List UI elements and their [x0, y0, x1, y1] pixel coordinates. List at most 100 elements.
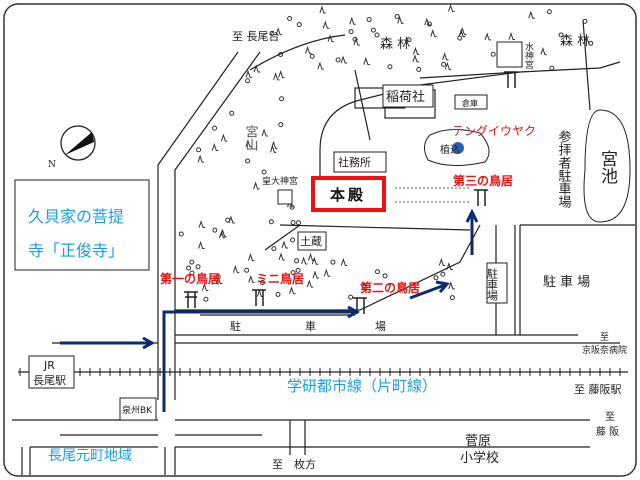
temple-label: 寺「正俊寺」 — [28, 241, 124, 260]
forest-label: 森 林 — [380, 37, 410, 52]
tree-mark — [412, 54, 419, 63]
tree-mark — [245, 139, 252, 148]
tree-mark — [433, 275, 439, 281]
railway-line-label: 学研都市線（片町線） — [287, 377, 437, 395]
to-keihanna-label: 至 — [600, 332, 609, 343]
tree-mark — [273, 72, 280, 81]
tree-mark — [261, 169, 267, 175]
tree-mark — [232, 265, 240, 274]
to-keihanna-label: 京阪奈病院 — [582, 344, 627, 356]
jr-label: JR — [43, 359, 55, 372]
shrubbery-label: 植込 — [440, 143, 460, 156]
tree-mark — [289, 286, 296, 295]
tree-mark — [253, 64, 261, 73]
tree-mark — [306, 279, 314, 288]
tree-mark — [245, 158, 251, 164]
storehouse-label: 倉庫 — [462, 98, 478, 108]
tree-mark — [413, 46, 420, 55]
tree-mark — [322, 20, 330, 29]
tree-mark — [195, 264, 201, 270]
tree-mark — [424, 17, 431, 26]
tree-mark — [444, 61, 452, 70]
tree-mark — [528, 10, 535, 19]
temple-info-box — [14, 179, 150, 271]
tree-mark — [289, 204, 295, 210]
to-hirakata-label: 至 枚方 — [272, 457, 316, 471]
small-parking-label: 駐車場 — [486, 267, 499, 302]
tree-mark — [296, 22, 302, 28]
tree-mark — [290, 237, 296, 243]
tree-mark — [311, 256, 319, 265]
tree-mark — [271, 246, 277, 252]
tree-mark — [225, 217, 231, 223]
third-torii-label: 第三の鳥居 — [453, 173, 513, 188]
tree-mark — [269, 30, 275, 36]
tree-mark — [198, 240, 205, 249]
tree-mark — [448, 3, 455, 12]
tree-mark — [278, 252, 286, 261]
first-torii-label: 第一の鳥居 — [160, 271, 220, 286]
tree-mark — [290, 270, 296, 276]
tree-mark — [271, 140, 278, 149]
torii-icons — [184, 71, 518, 314]
miya-pond-shape — [583, 109, 631, 223]
dozo-building — [297, 231, 327, 251]
tree-mark — [287, 15, 293, 21]
tree-mark — [397, 15, 404, 24]
tree-mark — [212, 227, 218, 233]
tree-mark — [438, 257, 446, 266]
parking-label-char: 駐 — [230, 319, 241, 333]
bank-label: 泉州BK — [122, 404, 153, 416]
tree-mark — [275, 27, 283, 36]
tree-mark — [416, 66, 422, 72]
tree-mark — [211, 142, 219, 152]
tree-mark — [449, 295, 455, 301]
tree-mark — [301, 256, 308, 265]
to-fujisaka-label: 藤 阪 — [596, 425, 619, 438]
tree-mark — [269, 144, 277, 153]
main-hall-building — [311, 176, 386, 212]
tree-mark — [186, 265, 192, 271]
tree-mark — [305, 45, 312, 54]
shrine-office-label: 社務所 — [338, 155, 371, 169]
tree-mark — [278, 70, 285, 79]
tree-mark — [201, 282, 209, 291]
tree-mark — [178, 231, 184, 237]
to-fujisaka-station-label: 至 藤阪駅 — [574, 382, 622, 396]
tree-mark — [215, 274, 221, 280]
tree-mark — [290, 220, 296, 226]
tree-mark — [197, 154, 205, 163]
tree-mark — [327, 34, 335, 43]
railway-ties — [19, 368, 621, 376]
tree-mark — [441, 61, 447, 67]
tree-mark — [448, 281, 455, 290]
parking-label-char: 場 — [375, 320, 386, 333]
to-fujisaka-label: 至 — [605, 411, 615, 423]
tree-mark — [245, 69, 253, 78]
tree-mark — [220, 133, 228, 142]
tree-mark — [189, 259, 195, 265]
tree-mark — [340, 257, 348, 266]
tree-mark — [349, 16, 356, 25]
kotai-jingu-label: 皇大神宮 — [262, 175, 298, 187]
plant-name-label: テングイウヤク — [452, 124, 536, 138]
worshipper-parking-label: 参拝者駐車場 — [556, 129, 572, 208]
temple-label: 久貝家の菩提 — [28, 207, 124, 226]
tree-mark — [261, 128, 269, 137]
tree-mark — [406, 37, 412, 43]
kotai-jingu-building — [277, 189, 293, 205]
tree-mark — [189, 270, 195, 276]
forest-label: 森 林 — [560, 34, 590, 49]
nagao-motomachi-label: 長尾元町地域 — [48, 448, 132, 464]
tree-mark — [340, 55, 348, 64]
tree-mark — [323, 268, 331, 277]
tree-mark — [203, 296, 209, 302]
tree-mark — [245, 78, 251, 84]
to-nagaodai-label: 至 長尾台 — [232, 29, 280, 43]
tree-mark — [374, 32, 380, 38]
tree-mark — [253, 181, 260, 190]
tree-mark — [294, 258, 300, 264]
tree-mark — [387, 64, 393, 70]
second-torii-label: 第二の鳥居 — [360, 280, 420, 295]
tree-mark — [196, 147, 202, 153]
